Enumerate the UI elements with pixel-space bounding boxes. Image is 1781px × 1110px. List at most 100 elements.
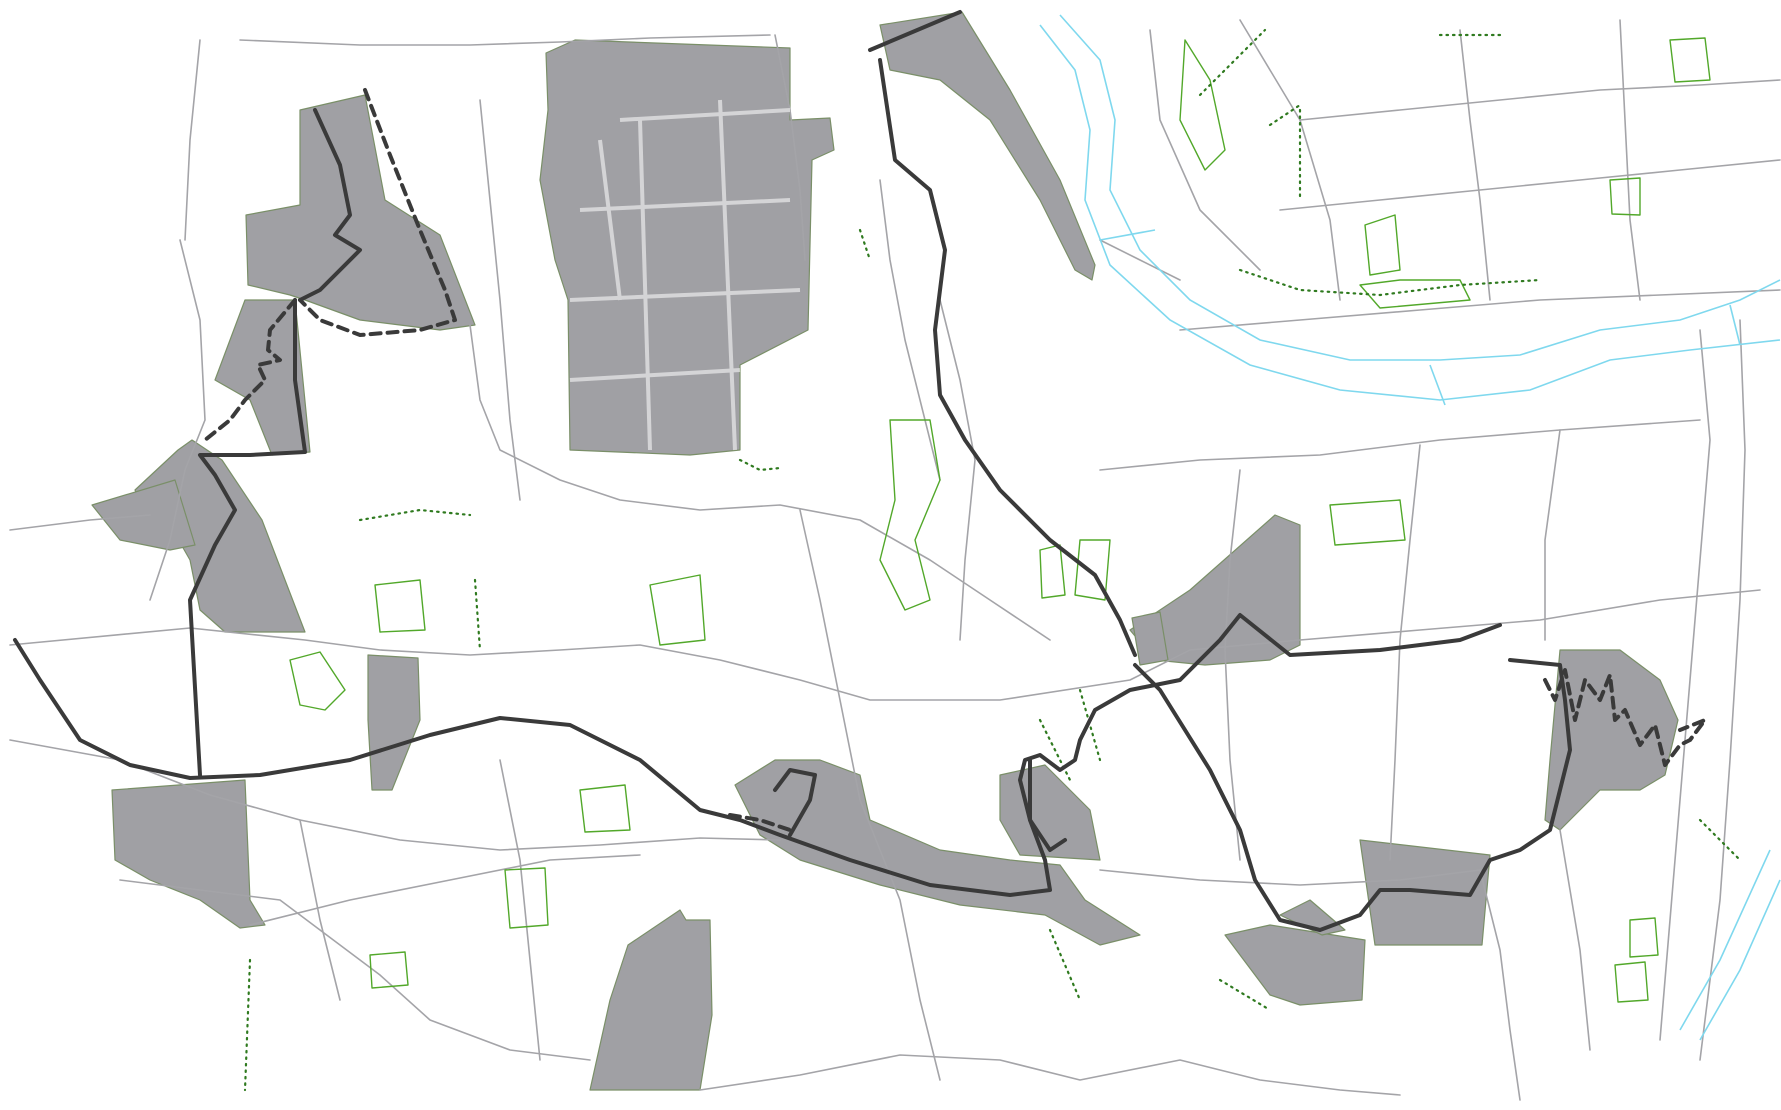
street-ne-vertical-2 [1619, 19, 1641, 301]
green-south-2 [369, 951, 409, 989]
route-central-south [1133, 658, 1572, 932]
green-central-south [649, 574, 706, 646]
street-east-vertical-1 [1224, 469, 1241, 861]
street-vertical-1 [479, 99, 521, 501]
tree-row-1 [1198, 28, 1267, 97]
grid-line-7 [598, 139, 622, 301]
green-central-2 [1074, 539, 1111, 601]
street-south-east-1 [1479, 869, 1521, 1101]
street-east-vertical-3 [1544, 429, 1561, 641]
zone-industrial-north [539, 39, 835, 456]
green-riverside-north [1179, 39, 1226, 171]
grid-line-1 [569, 288, 801, 302]
route-dashed-east-zigzag [1543, 668, 1707, 767]
street-south-road-2 [119, 879, 591, 1061]
river-se-branch-2 [1699, 879, 1781, 1041]
street-bridge-west [1099, 239, 1181, 281]
grid-line-3 [579, 198, 791, 212]
street-west-diagonal [9, 739, 781, 851]
route-dashed-north [298, 88, 457, 337]
green-park-ne-2 [1609, 177, 1641, 216]
street-east-grid-3 [1099, 869, 1481, 886]
street-west-edge [9, 514, 151, 531]
green-east-hill-outline [1329, 499, 1406, 546]
river-bridge-2 [1429, 364, 1446, 406]
street-network [9, 19, 1781, 1101]
tree-row-9 [1048, 928, 1082, 1002]
tree-row-13 [473, 578, 482, 652]
tree-rows [243, 28, 1742, 1092]
street-mid-south-2 [299, 819, 341, 1001]
street-far-east-2 [1699, 319, 1746, 1061]
industrial-grid [569, 99, 801, 451]
route-west-loop [13, 613, 1502, 897]
green-park-ne-3 [1364, 214, 1401, 276]
tree-row-14 [858, 228, 872, 262]
route-central-north [868, 10, 1137, 657]
green-west-2 [374, 579, 426, 633]
street-northeast-2 [1299, 79, 1781, 121]
zone-central-strip [367, 654, 421, 791]
street-north-west-edge [184, 39, 201, 241]
route-river-bend [773, 768, 817, 837]
river [1039, 14, 1781, 1041]
zone-northwest-park [245, 94, 476, 331]
route-north-west [298, 108, 362, 302]
tree-row-3 [1238, 268, 1542, 297]
street-east-vertical-2 [1389, 444, 1421, 861]
green-mid-1 [579, 784, 631, 833]
green-south-1 [504, 867, 549, 929]
street-mid-south [499, 759, 541, 1061]
zone-river-bend [734, 759, 1141, 946]
green-se-2 [1614, 961, 1649, 1003]
street-vertical-3 [799, 509, 941, 1081]
green-park-ne-1 [1669, 37, 1711, 83]
route-dashed-west [203, 298, 297, 442]
river-bank-north [1059, 14, 1781, 361]
street-far-east-1 [1659, 329, 1711, 1041]
river-bridge-3 [1729, 304, 1741, 346]
route-bend-south [1028, 758, 1067, 852]
zone-riverside-south [999, 764, 1101, 861]
street-north-mid [879, 179, 941, 481]
green-west-blocks [289, 651, 346, 711]
route-solid [13, 10, 1572, 932]
green-north-strip [1359, 279, 1471, 309]
tree-row-12 [358, 508, 472, 522]
zone-southern-park [589, 909, 713, 1091]
street-central-ring [469, 324, 1051, 641]
route-west-vertical [188, 298, 307, 777]
green-slope-central [1039, 544, 1066, 599]
grid-line-4 [619, 108, 791, 122]
river-bridge-1 [1099, 229, 1156, 241]
zone-east-small [1131, 611, 1169, 666]
green-spaces [289, 37, 1711, 1003]
river-se-branch [1679, 849, 1771, 1031]
street-ne-vertical-1 [1459, 29, 1491, 301]
street-northeast-3 [1279, 159, 1781, 211]
street-vertical-2 [939, 299, 976, 641]
grid-line-5 [638, 119, 652, 451]
route-dashed-bend [728, 813, 792, 832]
street-northwest [149, 239, 206, 601]
street-northeast-4 [1179, 289, 1781, 331]
street-south-east-2 [1559, 829, 1591, 1051]
tree-row-11 [1698, 818, 1742, 862]
street-north-road [774, 34, 806, 261]
tree-row-15 [738, 458, 782, 472]
tree-row-8 [243, 958, 252, 1092]
zone-east-slope [1544, 649, 1679, 831]
green-central-outline [879, 419, 941, 611]
zone-southwest-park [111, 779, 266, 929]
green-se-1 [1629, 917, 1659, 958]
tree-row-2 [1268, 103, 1302, 127]
tree-row-7 [1078, 688, 1102, 762]
tree-row-6 [1038, 718, 1072, 782]
street-bottom-edge [699, 1054, 1401, 1096]
street-north-boulevard [239, 34, 771, 46]
zone-south-plaza [1224, 924, 1366, 1006]
river-bank-south [1039, 24, 1781, 401]
street-northeast-1 [1239, 19, 1341, 301]
street-south-road [249, 854, 641, 926]
grid-line-6 [718, 99, 737, 451]
